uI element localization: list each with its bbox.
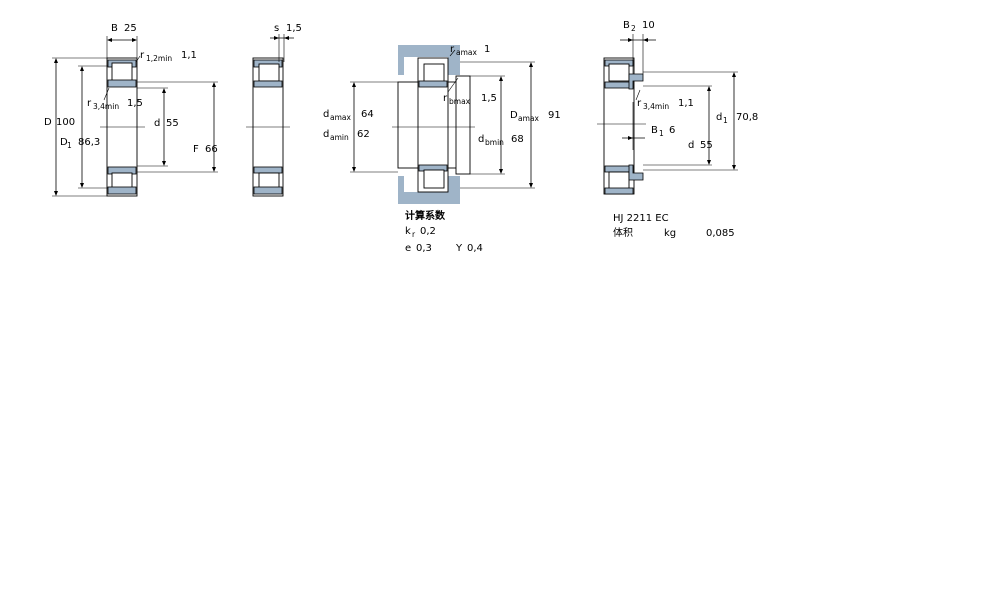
d-value: 55 [166, 118, 179, 129]
roller-top [111, 62, 133, 82]
D-label: D [44, 117, 52, 128]
roller-bottom-4 [608, 171, 630, 190]
outer-ring-bottom-4 [604, 187, 634, 195]
d1-subscript: 1 [723, 116, 728, 125]
r34-label: r [87, 98, 92, 109]
mass-label: 体积 [613, 227, 633, 239]
s-label: s [274, 23, 279, 34]
ramax-leader [449, 49, 456, 57]
damin-label: d [323, 129, 329, 140]
rbmax-leader [447, 77, 459, 93]
ramax-subscript: amax [456, 48, 477, 57]
r34-subscript-4: 3,4min [643, 102, 669, 111]
damax-value: 64 [361, 109, 374, 120]
s-value: 1,5 [286, 23, 302, 34]
d1-label: d [716, 112, 722, 123]
housing-bottom-left [398, 176, 404, 204]
rbmax-subscript: bmax [449, 97, 471, 106]
roller-bottom-3 [423, 169, 445, 189]
d1-value: 70,8 [736, 112, 758, 123]
dbmin-label: d [478, 134, 484, 145]
B2-value: 10 [642, 20, 655, 31]
e-value: 0,3 [416, 243, 432, 254]
housing-bottom-shoulder [448, 176, 460, 204]
d-value-4: 55 [700, 140, 713, 151]
housing-bottom [398, 192, 460, 204]
r34-value-4: 1,1 [678, 98, 694, 109]
D1-label: D [60, 137, 68, 148]
housing-top-shoulder [448, 45, 460, 75]
housing-top [398, 45, 460, 57]
D-value: 100 [56, 117, 75, 128]
kr-label: k [405, 226, 411, 237]
inner-ring-top-2 [253, 80, 283, 88]
outer-ring-bottom-2 [253, 186, 283, 195]
e-label: e [405, 243, 411, 254]
Y-value: 0,4 [467, 243, 483, 254]
D1-subscript: 1 [67, 141, 72, 150]
Y-label: Y [455, 243, 463, 254]
angle-ring-bottom [628, 164, 644, 181]
rbmax-value: 1,5 [481, 93, 497, 104]
r34-leader-4 [635, 89, 641, 101]
designation: HJ 2211 EC [613, 213, 669, 224]
rbmax-label: r [443, 93, 448, 104]
outer-ring-bottom-section [107, 186, 137, 195]
r34-value: 1,5 [127, 98, 143, 109]
B-value: 25 [124, 23, 137, 34]
drawing-axial-displacement: s 1,5 [246, 23, 302, 197]
r12-leader [135, 55, 141, 63]
mass-unit: kg [664, 228, 676, 239]
F-value: 66 [205, 144, 218, 155]
d-label: d [154, 118, 160, 129]
Damax-subscript: amax [518, 114, 539, 123]
B2-label: B [623, 20, 630, 31]
B-label: B [111, 23, 118, 34]
dbmin-subscript: bmin [485, 138, 504, 147]
roller-top-4 [608, 63, 630, 82]
kr-subscript: r [412, 230, 416, 239]
drawing-abutment: r amax 1 r bmax 1,5 d amax 64 d amin 62 … [323, 44, 561, 254]
ramax-value: 1 [484, 44, 490, 55]
roller-top-2 [258, 63, 280, 82]
r34-label-4: r [637, 98, 642, 109]
drawing-angle-ring: B 2 10 r 3,4min 1,1 B 1 6 d 55 d 1 70,8 … [597, 20, 758, 239]
inner-ring-top-3 [418, 80, 448, 88]
mass-value: 0,085 [706, 228, 735, 239]
r12-value: 1,1 [181, 50, 197, 61]
damin-subscript: amin [330, 133, 349, 142]
B2-subscript: 2 [631, 24, 636, 33]
inner-ring-bottom-2 [253, 166, 283, 174]
kr-value: 0,2 [420, 226, 436, 237]
Damax-label: D [510, 110, 518, 121]
r12-subscript: 1,2min [146, 54, 172, 63]
ramax-label: r [450, 44, 455, 55]
housing-top-left [398, 45, 404, 75]
damax-subscript: amax [330, 113, 351, 122]
calc-factors-title: 计算系数 [405, 209, 446, 222]
roller-top-3 [423, 63, 445, 83]
Damax-value: 91 [548, 110, 561, 121]
shaft-shoulder [455, 75, 471, 175]
B1-subscript: 1 [659, 129, 664, 138]
dbmin-value: 68 [511, 134, 524, 145]
B1-value: 6 [669, 125, 675, 136]
r34-subscript: 3,4min [93, 102, 119, 111]
damin-value: 62 [357, 129, 370, 140]
B1-label: B [651, 125, 658, 136]
r12-label: r [140, 50, 145, 61]
F-label: F [193, 144, 199, 155]
inner-ring-top-section [107, 79, 137, 88]
d-label-4: d [688, 140, 694, 151]
D1-value: 86,3 [78, 137, 100, 148]
angle-ring-top [628, 73, 644, 90]
damax-label: d [323, 109, 329, 120]
r34-leader [103, 87, 110, 101]
drawing-bearing-section: B 25 r 1,2min 1,1 r 3,4min 1,5 D 100 D 1… [44, 23, 218, 197]
